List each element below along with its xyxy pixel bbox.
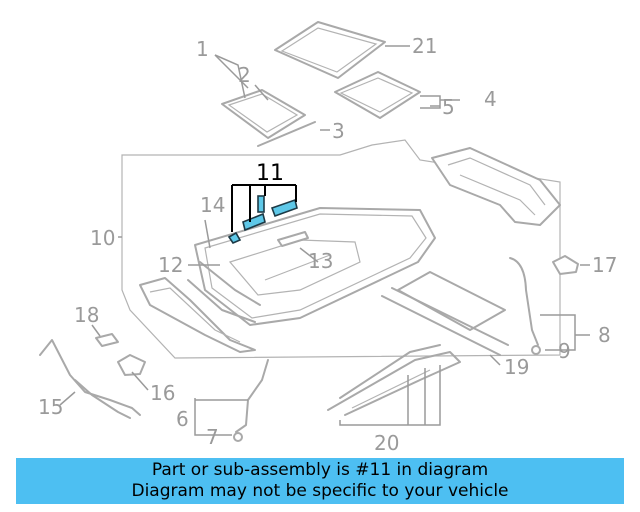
callout-9: 9 <box>558 339 571 363</box>
callout-10: 10 <box>90 226 115 250</box>
part-16-motor <box>117 354 146 376</box>
part-18-block <box>95 333 119 347</box>
part-17-clip <box>552 255 579 275</box>
callout-2: 2 <box>238 63 251 87</box>
callout-11[interactable]: 11 <box>256 161 284 186</box>
callout-19: 19 <box>504 355 529 379</box>
callout-8: 8 <box>598 323 611 347</box>
callout-7: 7 <box>206 425 219 449</box>
lower-frame <box>139 277 256 353</box>
part-21-glass-panel <box>274 21 386 79</box>
part-8-9-drain-hose <box>509 257 541 355</box>
callout-18: 18 <box>74 303 99 327</box>
part-1-2-3-glass-seal <box>221 89 316 147</box>
banner-line-1: Part or sub-assembly is #11 in diagram <box>151 460 489 480</box>
callout-12: 12 <box>158 253 183 277</box>
assembly-outline <box>121 139 561 359</box>
part-11-highlighted <box>227 195 298 244</box>
part-4-5-shade-panel <box>334 71 421 119</box>
callout-17: 17 <box>592 253 617 277</box>
callout-20: 20 <box>374 431 399 455</box>
callout-4: 4 <box>484 87 497 111</box>
callout-6: 6 <box>176 407 189 431</box>
callout-3: 3 <box>332 119 345 143</box>
rear-frame-bracket <box>431 147 561 226</box>
leader-lines <box>59 45 590 436</box>
callout-5: 5 <box>442 95 455 119</box>
part-11-leaders <box>231 184 297 232</box>
callout-15: 15 <box>38 395 63 419</box>
banner-line-2: Diagram may not be specific to your vehi… <box>131 481 509 501</box>
callout-1: 1 <box>196 37 209 61</box>
part-15-cable <box>39 339 141 419</box>
part-19-sunshade <box>381 271 509 356</box>
sunroof-frame <box>194 207 436 326</box>
callout-16: 16 <box>150 381 175 405</box>
callout-14: 14 <box>200 193 225 217</box>
callout-21: 21 <box>412 34 437 58</box>
part-12-drain-frame <box>187 261 261 323</box>
info-banner: Part or sub-assembly is #11 in diagram D… <box>16 458 624 504</box>
parts-diagram: 1 2 3 4 5 6 7 8 9 10 11 12 13 14 15 16 1… <box>38 21 617 455</box>
callout-13: 13 <box>308 249 333 273</box>
